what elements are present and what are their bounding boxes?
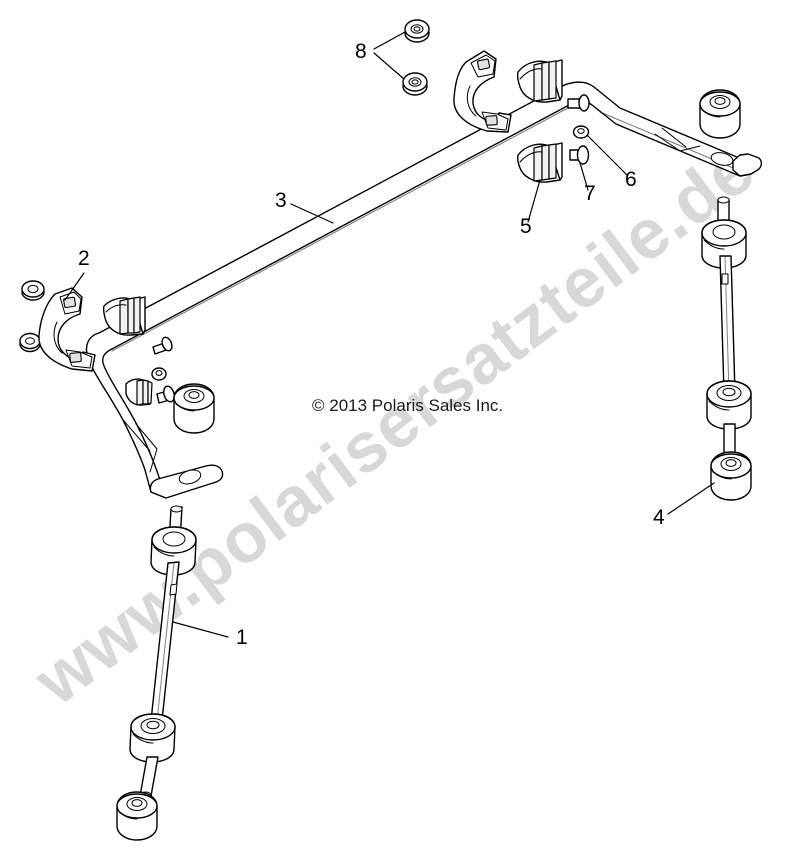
bushing-lower-right [710,451,752,501]
stabilizer-bar-bracket-right [453,50,512,133]
stabilizer-bar-bushing-ribbed-top-right [516,59,563,103]
callout-number-4: 4 [653,506,665,529]
leader-line-8a [373,31,406,50]
stabilizer-bar-bushing-ribbed [516,142,563,183]
callout-number-7: 7 [584,182,596,205]
bar-pin-left [152,336,173,355]
leader-line-4 [667,482,715,515]
leader-line-3 [290,203,334,224]
leader-line-5 [527,179,541,223]
bolt-pin [569,145,590,165]
stabilizer-bar-bracket-left [38,287,96,372]
washer-ring-left [151,367,167,381]
copyright-notice: © 2013 Polaris Sales Inc. [312,396,503,415]
stabilizer-bar-bushing-ribbed-left [102,296,146,336]
callout-number-2: 2 [78,247,90,270]
bushing-lower-left [116,791,158,841]
callout-number-8: 8 [355,40,367,63]
leader-line-1 [172,621,229,638]
callout-number-1: 1 [236,626,248,649]
flange-nut-lower [402,72,428,96]
leader-line-6 [587,135,628,176]
stabilizer-link-rod-left [129,505,197,799]
bushing-left-upper [173,383,215,434]
link-bushing-lower-right [706,380,752,430]
bar-pin-right [567,94,590,112]
bar-end-hole-left [178,469,202,485]
flange-nut-left-upper [21,280,45,301]
stabilizer-bar [85,81,763,499]
link-bushing-upper-right [701,219,747,269]
bar-end-hole-right [710,152,734,166]
stabilizer-bar-bushing-ribbed-left-lower [125,378,153,406]
flange-nut-upper [404,19,430,43]
flange-nut-left-lower [19,332,41,353]
link-bushing-lower-left [129,713,176,763]
bolt-pin-left [156,385,175,404]
bushing-right-upper [699,89,741,139]
callout-number-3: 3 [275,189,287,212]
callout-number-6: 6 [625,168,637,191]
stabilizer-link-rod-right [701,196,752,460]
callout-layer: 1 2 3 4 5 6 7 8 [64,31,715,649]
bushing-ribs-left [119,296,141,335]
leader-line-8b [373,52,405,80]
callout-number-5: 5 [520,215,532,238]
leader-line-2 [64,272,85,301]
leader-line-7 [579,162,589,191]
link-bushing-upper-left [150,526,197,576]
washer-ring [572,125,590,139]
